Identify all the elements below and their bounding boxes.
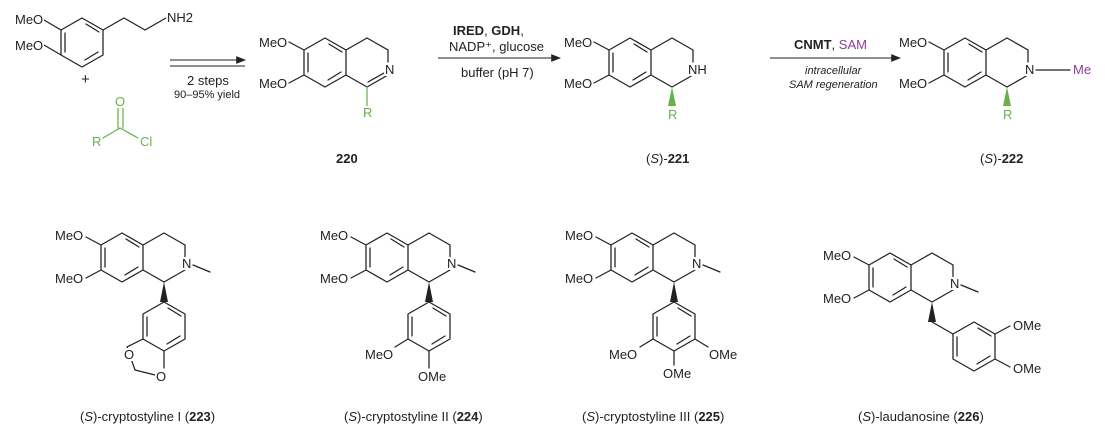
plus-sign: +: [80, 71, 91, 88]
atom-label-ome: OMe: [1012, 318, 1043, 333]
acyl-chloride-structure: [102, 107, 139, 139]
atom-label-meo: MeO: [822, 291, 853, 306]
compound-label-220: 220: [336, 151, 358, 166]
atom-label-ome: OMe: [1012, 361, 1043, 376]
compound-223-structure: [85, 232, 211, 376]
atom-label-meo: MeO: [364, 347, 395, 362]
atom-label-n: N: [691, 256, 703, 271]
arrow2-conditions-cofactor: NADP⁺, glucose: [449, 39, 545, 54]
arrow3-conditions-enzyme: CNMT, SAM: [794, 37, 867, 52]
atom-label-nh2: NH2: [166, 10, 195, 25]
compound-name-226: (S)-laudanosine (226): [858, 409, 984, 424]
compound-name-225: (S)-cryptostyline III (225): [582, 409, 725, 424]
compound-220-structure: [288, 37, 389, 107]
compound-221-structure: [593, 37, 694, 106]
atom-label-meo: MeO: [564, 271, 595, 286]
atom-label-ome: OMe: [662, 366, 693, 381]
atom-label-n: N: [446, 256, 458, 271]
atom-label-meo: MeO: [14, 12, 45, 27]
atom-label-meo: MeO: [258, 35, 289, 50]
arrow1-conditions-steps: 2 steps: [187, 73, 229, 88]
atom-label-meo: MeO: [822, 248, 853, 263]
atom-label-meo: MeO: [898, 35, 929, 50]
atom-label-meo: MeO: [563, 76, 594, 91]
atom-label-cl: Cl: [139, 134, 154, 149]
atom-label-meo: MeO: [608, 347, 639, 362]
atom-label-n: N: [181, 256, 193, 271]
atom-label-meo: MeO: [898, 76, 929, 91]
atom-label-o: O: [114, 94, 127, 109]
atom-label-nh: NH: [687, 62, 708, 77]
arrow1-conditions-yield: 90–95% yield: [174, 89, 241, 101]
atom-label-meo: MeO: [54, 271, 85, 286]
compound-224-structure: [350, 232, 476, 369]
atom-label-o: O: [155, 369, 168, 384]
compound-225-structure: [595, 232, 721, 366]
atom-label-o: O: [123, 347, 136, 362]
atom-label-r: R: [362, 105, 374, 120]
atom-label-n: N: [1024, 62, 1036, 77]
compound-label-221: (S)-221: [646, 151, 690, 166]
atom-label-me: Me: [1073, 62, 1092, 77]
atom-label-ome: OMe: [708, 347, 739, 362]
arrow-2-steps: [170, 56, 247, 67]
atom-label-meo: MeO: [564, 228, 595, 243]
atom-label-meo: MeO: [54, 228, 85, 243]
atom-label-meo: MeO: [319, 271, 350, 286]
atom-label-meo: MeO: [258, 76, 289, 91]
starting-amine-structure: [43, 17, 167, 68]
compound-label-222: (S)-222: [980, 151, 1024, 166]
atom-label-r: R: [1002, 107, 1014, 122]
compound-222-structure: [928, 37, 1071, 106]
arrow2-conditions-buffer: buffer (pH 7): [461, 65, 534, 80]
arrow3-conditions-regeneration: SAM regeneration: [789, 79, 878, 91]
atom-label-meo: MeO: [563, 35, 594, 50]
atom-label-meo: MeO: [319, 228, 350, 243]
arrow2-conditions-enzymes: IRED, GDH,: [453, 23, 524, 38]
arrow3-conditions-intracellular: intracellular: [805, 65, 862, 77]
atom-label-n: N: [384, 62, 396, 77]
compound-name-224: (S)-cryptostyline II (224): [344, 409, 483, 424]
atom-label-r: R: [667, 107, 679, 122]
atom-label-n: N: [949, 276, 961, 291]
compound-name-223: (S)-cryptostyline I (223): [80, 409, 216, 424]
compound-226-structure: [853, 252, 1011, 372]
atom-label-ome: OMe: [417, 369, 448, 384]
atom-label-r: R: [91, 134, 103, 149]
atom-label-meo: MeO: [14, 38, 45, 53]
